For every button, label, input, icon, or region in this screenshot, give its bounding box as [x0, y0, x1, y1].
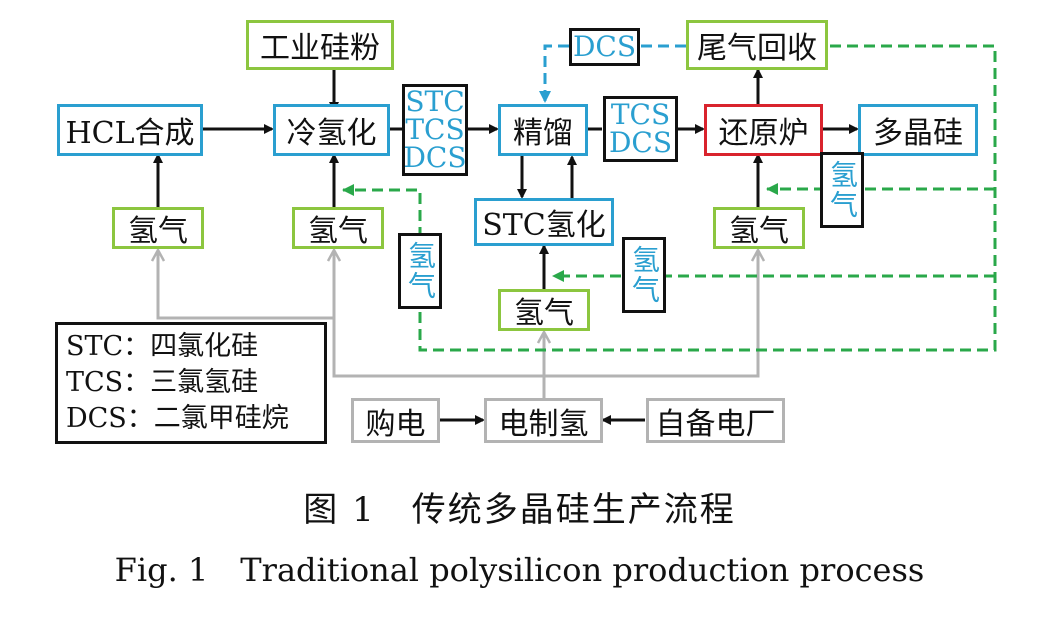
stream-dcs: DCS	[403, 141, 467, 174]
tail-gas-recovery-label: 尾气回收	[697, 31, 817, 66]
legend-dcs: DCS：二氯甲硅烷	[66, 403, 289, 434]
stc-tcs-dcs-stream-label: STC TCS DCS	[402, 84, 468, 176]
gray-line-to-h2-furnace	[544, 250, 758, 378]
figure-caption-english: Fig. 1 Traditional polysilicon productio…	[114, 551, 925, 589]
hydrogen-box-furnace: 氢气	[713, 207, 805, 249]
recycled-hydrogen-text-2: 氢气	[628, 245, 661, 305]
hydrogen-box-hcl-label: 氢气	[128, 214, 188, 249]
hcl-synthesis-label: HCL合成	[65, 116, 195, 151]
blue-dcs-to-rect	[539, 44, 569, 103]
industrial-silicon-powder-label: 工业硅粉	[260, 31, 380, 66]
recycled-hydrogen-label-3: 氢气	[820, 152, 864, 228]
legend-tcs: TCS：三氯氢硅	[66, 367, 259, 398]
legend-stc: STC：四氯化硅	[66, 331, 259, 362]
polysilicon-box: 多晶硅	[858, 104, 978, 156]
dcs-return-line	[539, 44, 686, 103]
tail-gas-recovery-box: 尾气回收	[686, 20, 828, 70]
polysilicon-label: 多晶硅	[873, 116, 963, 151]
hydrogen-box-furnace-label: 氢气	[729, 214, 789, 249]
tcs-dcs-stream-label: TCS DCS	[603, 96, 678, 162]
hydrogen-supply-lines	[158, 250, 758, 398]
rectification-box: 精馏	[498, 104, 588, 156]
hydrogen-recycle-lines	[342, 44, 997, 352]
buy-power-box: 购电	[351, 398, 440, 443]
industrial-silicon-powder-box: 工业硅粉	[246, 20, 394, 70]
stc-hydrogenation-label: STC氢化	[482, 208, 606, 243]
recycled-hydrogen-text-3: 氢气	[826, 160, 859, 220]
hcl-synthesis-box: HCL合成	[57, 104, 203, 156]
hydrogen-box-cold: 氢气	[292, 207, 384, 249]
stream-dcs-2: DCS	[608, 126, 673, 159]
recycled-hydrogen-text-1: 氢气	[404, 241, 437, 301]
recycled-hydrogen-label-2: 氢气	[622, 237, 666, 313]
reduction-furnace-box: 还原炉	[704, 104, 823, 156]
dcs-return-text: DCS	[572, 30, 637, 63]
reduction-furnace-label: 还原炉	[718, 116, 809, 151]
dcs-return-label: DCS	[569, 28, 640, 66]
recycled-hydrogen-label-1: 氢气	[398, 233, 442, 309]
abbreviation-legend: STC：四氯化硅 TCS：三氯氢硅 DCS：二氯甲硅烷	[55, 322, 327, 444]
rectification-label: 精馏	[513, 116, 573, 151]
cold-hydrogenation-box: 冷氢化	[273, 104, 390, 156]
hydrogen-box-hcl: 氢气	[112, 207, 204, 249]
electrolytic-hydrogen-box: 电制氢	[484, 398, 603, 443]
hydrogen-box-stc: 氢气	[498, 289, 590, 331]
buy-power-label: 购电	[365, 406, 426, 442]
stream-tcs: TCS	[405, 113, 465, 146]
stream-stc: STC	[405, 85, 465, 118]
figure-caption-chinese: 图 1 传统多晶硅生产流程	[303, 490, 736, 530]
green-recycle-main	[342, 44, 997, 352]
stream-tcs-2: TCS	[610, 98, 671, 131]
own-power-plant-label: 自备电厂	[655, 406, 776, 442]
electrolytic-hydrogen-label: 电制氢	[498, 406, 589, 442]
stc-hydrogenation-box: STC氢化	[474, 198, 614, 246]
own-power-plant-box: 自备电厂	[646, 398, 785, 443]
hydrogen-box-cold-label: 氢气	[308, 214, 368, 249]
process-arrows	[153, 68, 859, 425]
gray-line-to-h2-hcl	[158, 250, 546, 398]
cold-hydrogenation-label: 冷氢化	[286, 116, 377, 151]
hydrogen-box-stc-label: 氢气	[514, 296, 574, 331]
